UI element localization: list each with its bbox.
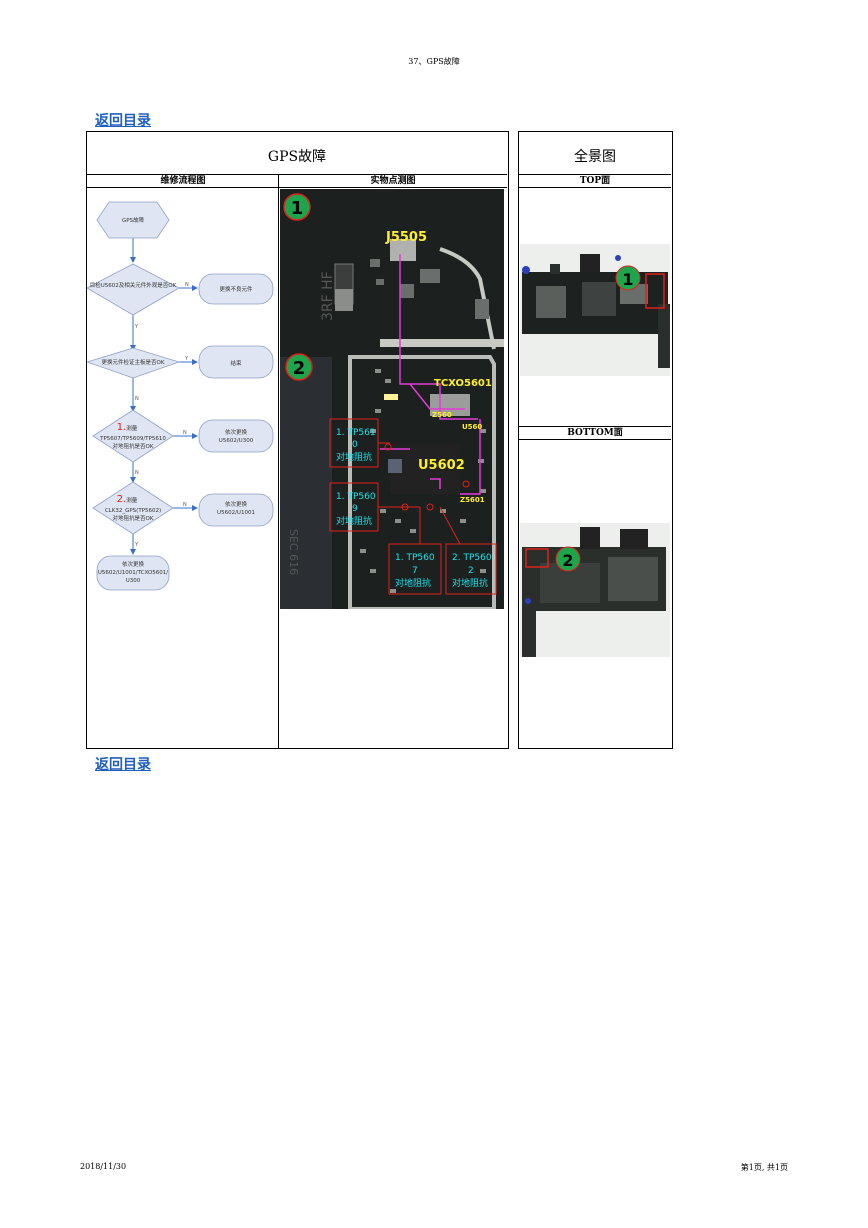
svg-text:Y: Y <box>134 324 139 330</box>
end-node <box>96 555 170 591</box>
bottom-side-header: BOTTOM面 <box>519 426 671 440</box>
flow-column-header: 维修流程图 <box>87 174 279 188</box>
start-label: GPS故障 <box>122 216 145 224</box>
tp5607-line1: 1. TP560 <box>395 553 435 563</box>
photo-marker-1: 1 <box>291 198 304 219</box>
bottom-marker-2: 2 <box>562 551 573 570</box>
q3-line3: 对地阻抗是否OK <box>113 442 154 450</box>
tp5602-line1: 2. TP560 <box>452 553 492 563</box>
action-1 <box>198 273 274 305</box>
overview-title: 全景图 <box>574 149 616 165</box>
decision-2 <box>87 347 181 379</box>
q4-label: 测量 <box>126 496 138 504</box>
q1-label: 目检U5602及相关元件外观是否OK <box>90 281 177 289</box>
j5505-label: J5505 <box>385 230 427 245</box>
svg-text:Y: Y <box>184 356 189 362</box>
page-header: 37、GPS故障 <box>408 57 460 66</box>
q3-label: 测量 <box>126 424 138 432</box>
q4-number: 2. <box>117 494 127 505</box>
top-board-image: 1 <box>520 244 670 376</box>
u560-label: U560 <box>462 423 482 431</box>
action-4 <box>198 493 274 527</box>
svg-text:N: N <box>185 282 189 288</box>
tp5610-line1: 1. TP561 <box>336 428 376 438</box>
a4-line1: 依次更换 <box>225 500 248 508</box>
u5602-label: U5602 <box>418 458 465 473</box>
photo-column-header: 实物点测图 <box>279 174 507 188</box>
a3-line1: 依次更换 <box>225 428 248 436</box>
action-2 <box>198 345 274 379</box>
a3-line2: U5602/U300 <box>219 438 254 444</box>
svg-text:Y: Y <box>134 542 139 548</box>
decision-1 <box>87 263 180 316</box>
svg-text:SEC 616: SEC 616 <box>287 529 300 575</box>
svg-text:1.测量: 1.测量 <box>117 422 138 433</box>
action-3 <box>198 419 274 453</box>
q3-number: 1. <box>117 422 127 433</box>
svg-text:2.测量: 2.测量 <box>117 494 138 505</box>
z5601-label: Z5601 <box>460 496 485 504</box>
end-line3: U300 <box>126 578 141 584</box>
svg-text:2: 2 <box>468 566 474 576</box>
footer-date: 2018/11/30 <box>80 1162 127 1171</box>
svg-text:对地阻抗: 对地阻抗 <box>395 577 431 589</box>
svg-text:对地阻抗: 对地阻抗 <box>336 451 372 463</box>
svg-text:N: N <box>183 502 187 508</box>
table-title: GPS故障 <box>267 149 327 165</box>
back-to-contents-link[interactable]: 返回目录 <box>95 113 151 129</box>
q2-label: 更换元件检证主板是否OK <box>102 358 165 366</box>
svg-text:对地阻抗: 对地阻抗 <box>336 515 372 527</box>
tcxo-label: TCXO5601 <box>434 378 492 389</box>
end-line1: 依次更换 <box>122 560 145 568</box>
a1-label: 更换不良元件 <box>219 285 253 293</box>
svg-text:9: 9 <box>352 504 358 514</box>
q3-line2: TP5607/TP5609/TP5610 <box>99 436 166 442</box>
z560-label: Z560 <box>432 411 452 419</box>
end-line2: U5602/U1001/TCXO5601/ <box>98 570 168 576</box>
start-node <box>96 201 170 239</box>
svg-text:N: N <box>135 470 139 476</box>
photo-marker-2: 2 <box>293 358 306 379</box>
gps-fault-table: GPS故障 维修流程图 实物点测图 <box>86 131 509 749</box>
svg-text:N: N <box>135 396 139 402</box>
top-side-header: TOP面 <box>519 174 671 188</box>
svg-text:对地阻抗: 对地阻抗 <box>452 577 488 589</box>
overview-table: 全景图 TOP面 BOTTOM面 <box>518 131 673 749</box>
bottom-board-image: 2 <box>520 523 670 657</box>
svg-text:3RF HF: 3RF HF <box>320 271 336 321</box>
svg-text:0: 0 <box>352 440 358 450</box>
tp5609-line1: 1. TP560 <box>336 492 376 502</box>
repair-flowchart: GPS故障 目检U5602及相关元件外观是否OK 更换不良元件 更换元件检证主板… <box>87 201 274 591</box>
top-marker-1: 1 <box>622 270 633 289</box>
back-to-contents-link-bottom[interactable]: 返回目录 <box>95 757 151 773</box>
footer-page: 第1页, 共1页 <box>740 1163 788 1172</box>
svg-text:7: 7 <box>412 566 418 576</box>
q4-line3: 对地阻抗是否OK <box>113 514 154 522</box>
decision-3 <box>92 409 174 463</box>
a2-label: 结束 <box>230 359 242 367</box>
svg-text:N: N <box>183 430 187 436</box>
q4-line2: CLK32_GPS(TP5602) <box>105 508 161 514</box>
a4-line2: U5602/U1001 <box>217 510 255 516</box>
measurement-photo: 3RF HF 1 2 J5505 TCXO560 <box>280 189 504 609</box>
decision-4 <box>92 481 174 535</box>
